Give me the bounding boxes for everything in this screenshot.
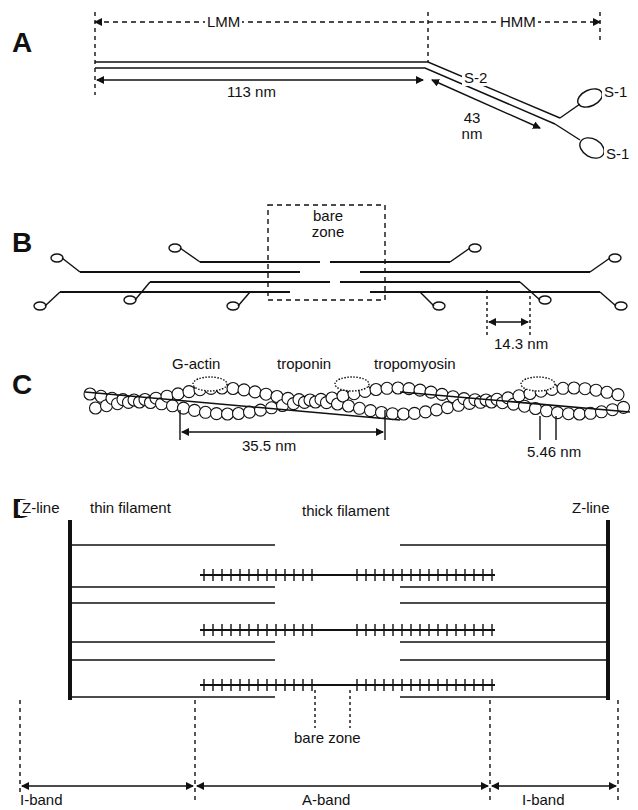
part-label: I-band: [520, 792, 567, 808]
part-label: HMM: [498, 14, 538, 30]
thick-filament-molecules: [34, 244, 627, 310]
part-label: bare zone: [296, 208, 360, 240]
panel-letter: A: [10, 28, 34, 57]
part-label: S-2: [462, 70, 489, 86]
sarcomere-filaments: [72, 545, 606, 697]
part-label: Z-line: [20, 500, 62, 516]
part-label: S-1: [604, 146, 631, 162]
part-label: 113 nm: [225, 84, 278, 100]
part-label: 14.3 nm: [492, 336, 550, 352]
part-label: A-band: [300, 792, 352, 808]
part-label: 5.46 nm: [525, 444, 583, 460]
part-label: thin filament: [88, 500, 173, 516]
panel-letter: C: [10, 370, 34, 399]
part-label: Z-line: [570, 500, 612, 516]
part-label: 43 nm: [455, 110, 489, 142]
part-label: S-1: [602, 84, 629, 100]
part-label: thick filament: [300, 503, 392, 519]
part-label: 35.5 nm: [240, 438, 298, 454]
part-label: bare zone: [292, 730, 363, 746]
part-label: LMM: [205, 14, 242, 30]
part-label: I-band: [18, 792, 65, 808]
panel-letter: B: [10, 228, 34, 257]
part-label: tropomyosin: [372, 356, 458, 372]
part-label: G-actin: [170, 356, 222, 372]
part-label: troponin: [275, 356, 333, 372]
